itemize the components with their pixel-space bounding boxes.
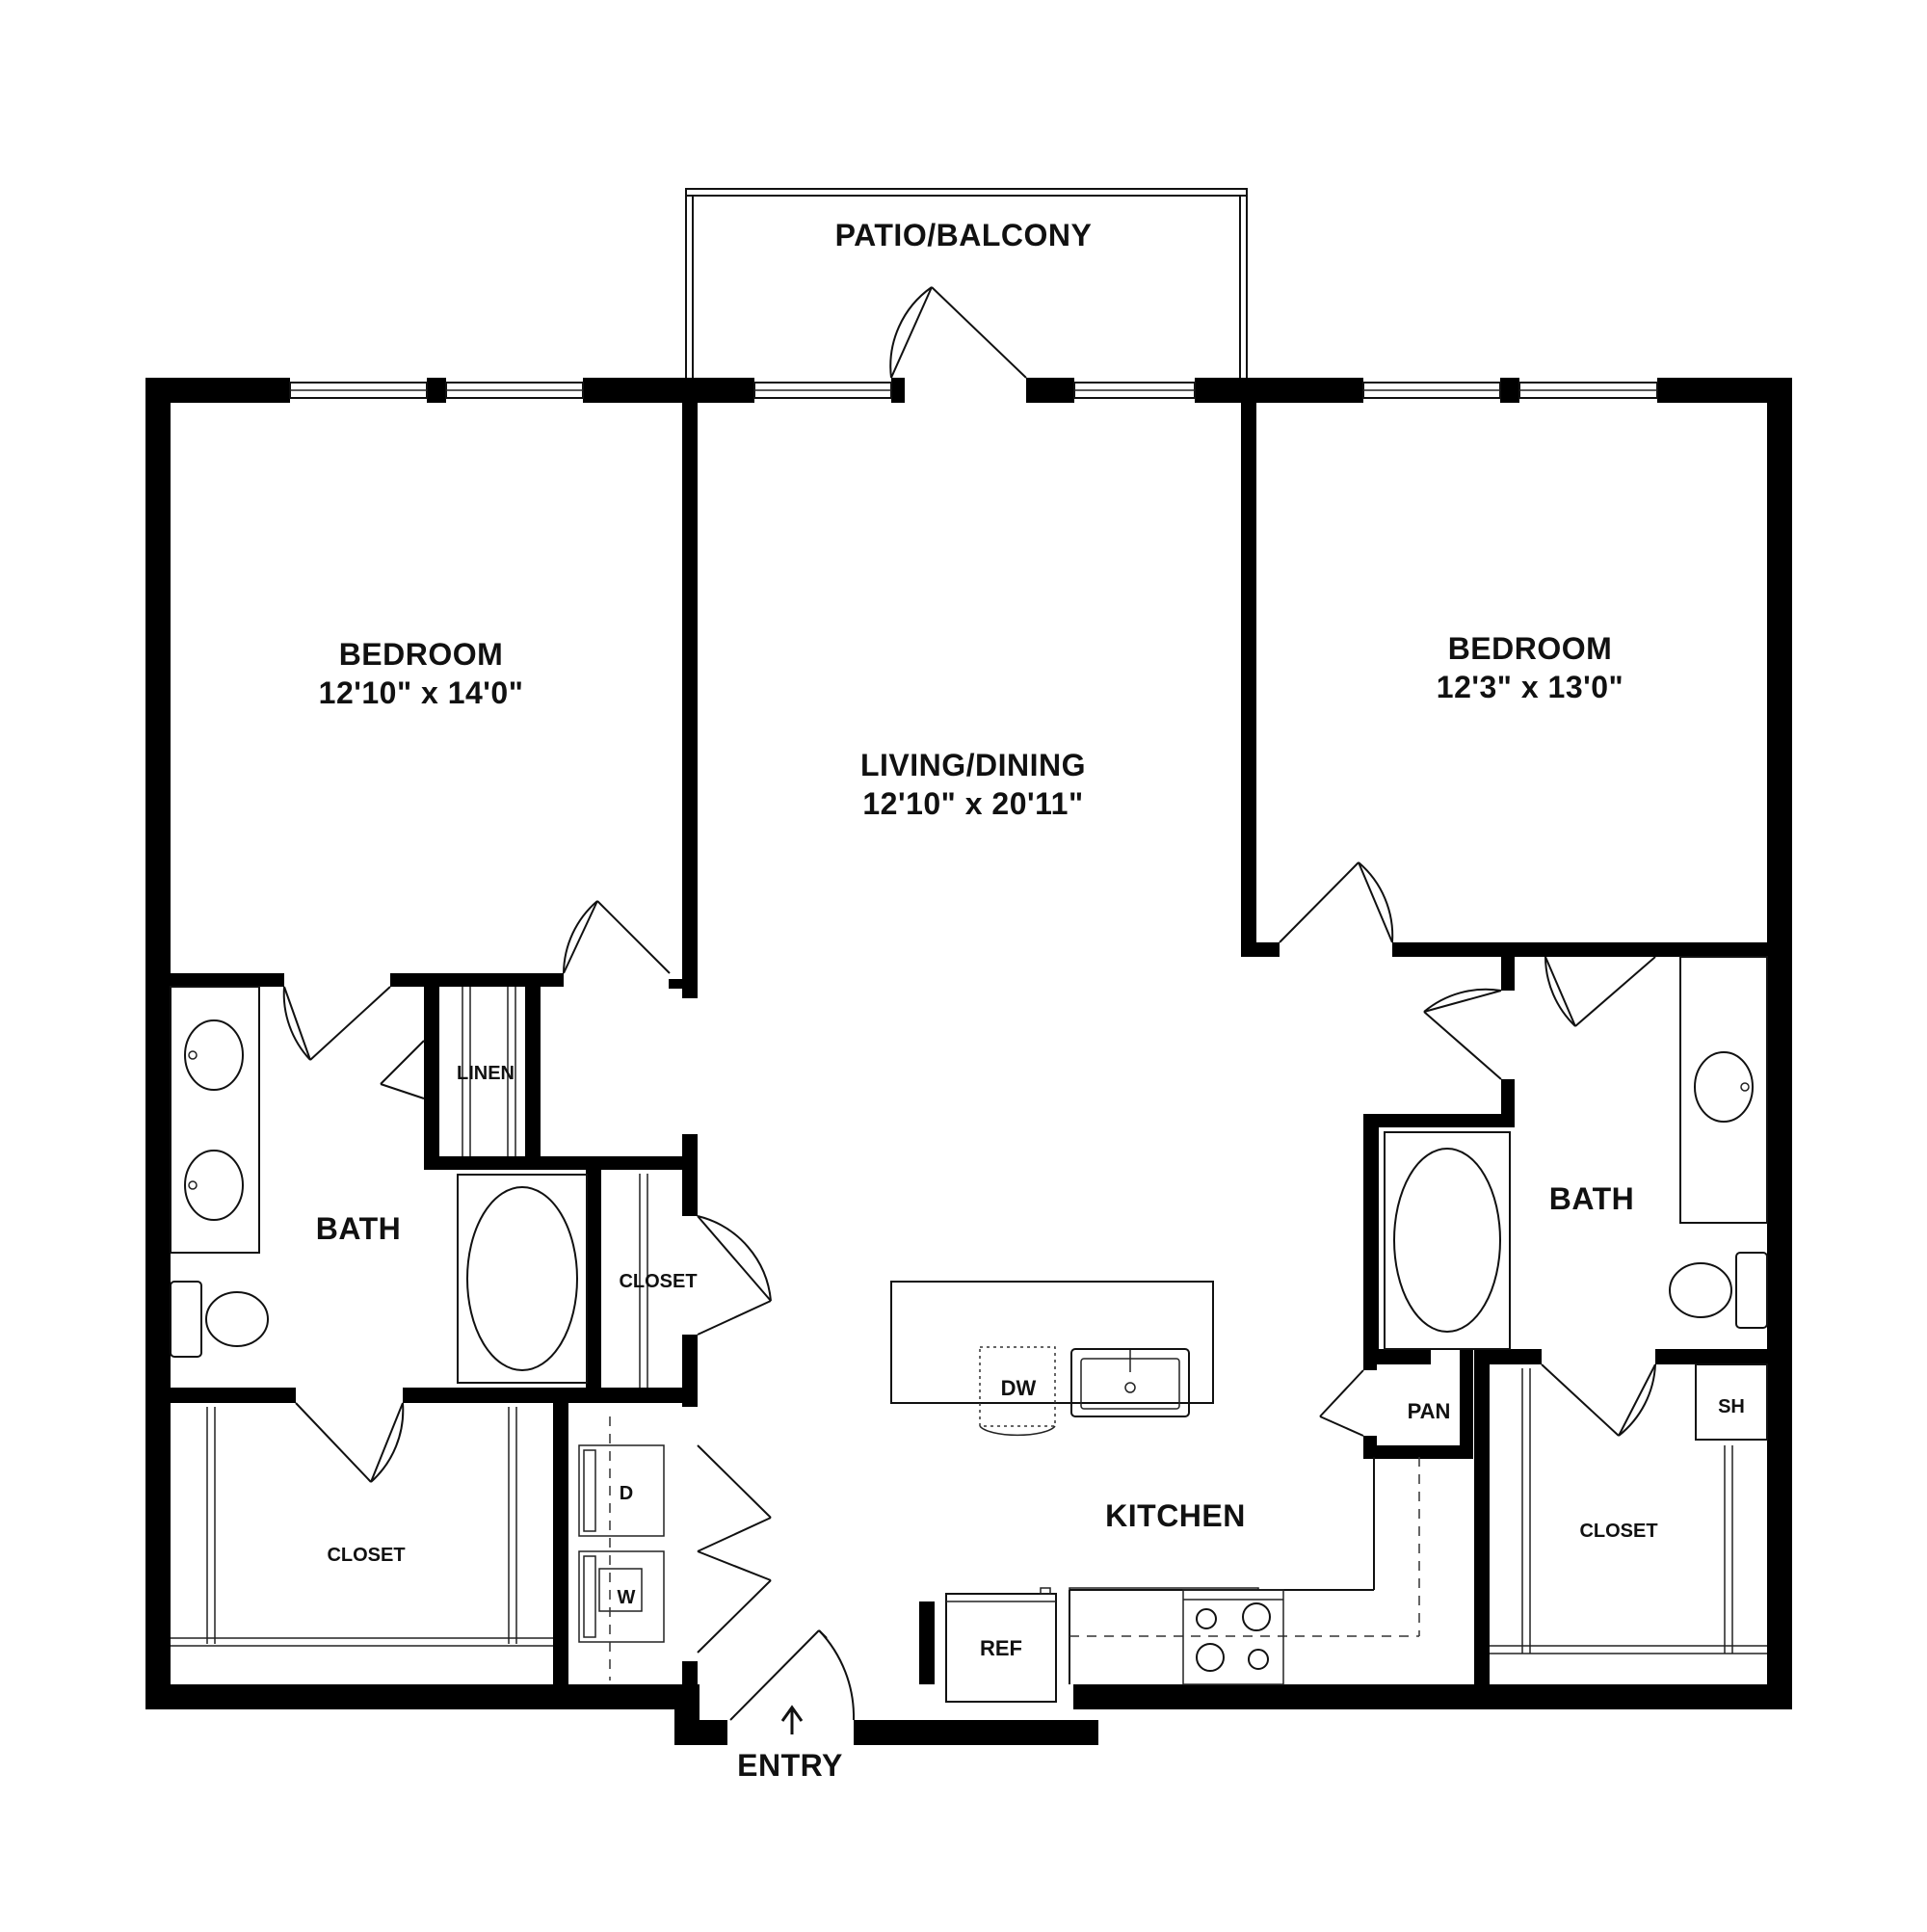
kitchen-label: KITCHEN xyxy=(1105,1498,1246,1533)
living-dining-size: 12'10" x 20'11" xyxy=(862,786,1083,821)
left-vanity xyxy=(170,986,260,1254)
bathtub-icon xyxy=(457,1174,588,1384)
patio-outline xyxy=(685,188,1248,378)
doors xyxy=(282,286,1656,1721)
closet-shelf xyxy=(639,1174,648,1388)
bedroom-right-label: BEDROOM xyxy=(1448,631,1613,666)
bedroom-left-size: 12'10" x 14'0" xyxy=(319,675,524,710)
sink-icon xyxy=(1694,1051,1754,1123)
toilet-icon xyxy=(1669,1252,1768,1329)
right-vanity xyxy=(1679,956,1768,1224)
washer-icon xyxy=(578,1550,665,1643)
patio-label: PATIO/BALCONY xyxy=(835,218,1093,252)
bathtub-icon xyxy=(1384,1131,1511,1350)
closet-right-label: CLOSET xyxy=(1579,1521,1657,1542)
refrigerator-label: REF xyxy=(980,1636,1022,1660)
dryer-label: D xyxy=(620,1483,633,1504)
toilet-icon xyxy=(170,1281,269,1358)
kitchen-counter xyxy=(1069,1457,1420,1684)
closet-left-label: CLOSET xyxy=(327,1545,405,1566)
linen-shelf xyxy=(462,987,516,1156)
exterior-walls xyxy=(145,378,1792,1745)
pantry-label: PAN xyxy=(1408,1399,1451,1423)
entry-label: ENTRY xyxy=(737,1748,843,1783)
sink-icon xyxy=(184,1150,244,1221)
closet-shelf xyxy=(1490,1368,1767,1654)
kitchen-island xyxy=(890,1281,1214,1404)
closet-shelf xyxy=(171,1407,553,1647)
bath-right-label: BATH xyxy=(1549,1181,1635,1216)
bedroom-right-size: 12'3" x 13'0" xyxy=(1437,670,1623,704)
living-dining-label: LIVING/DINING xyxy=(860,748,1086,782)
bath-left-label: BATH xyxy=(316,1211,402,1246)
stove-icon xyxy=(1182,1589,1284,1685)
room-labels: PATIO/BALCONY BEDROOM 12'10" x 14'0" LIV… xyxy=(316,218,1745,1783)
dryer-icon xyxy=(578,1444,665,1537)
interior-walls xyxy=(171,403,1767,1709)
shower-label: SH xyxy=(1718,1396,1745,1417)
sink-icon xyxy=(184,1019,244,1091)
refrigerator-icon xyxy=(945,1587,1057,1703)
kitchen-sink-icon xyxy=(1070,1348,1190,1417)
linen-label: LINEN xyxy=(457,1063,515,1084)
closet-hall-label: CLOSET xyxy=(619,1271,697,1292)
dishwasher-icon xyxy=(979,1346,1056,1437)
dishwasher-label: DW xyxy=(1001,1376,1037,1400)
bedroom-left-label: BEDROOM xyxy=(339,637,504,672)
shower-icon xyxy=(1695,1363,1768,1441)
washer-label: W xyxy=(618,1587,636,1608)
windows xyxy=(289,382,1658,399)
entry-arrow-icon xyxy=(780,1705,804,1734)
